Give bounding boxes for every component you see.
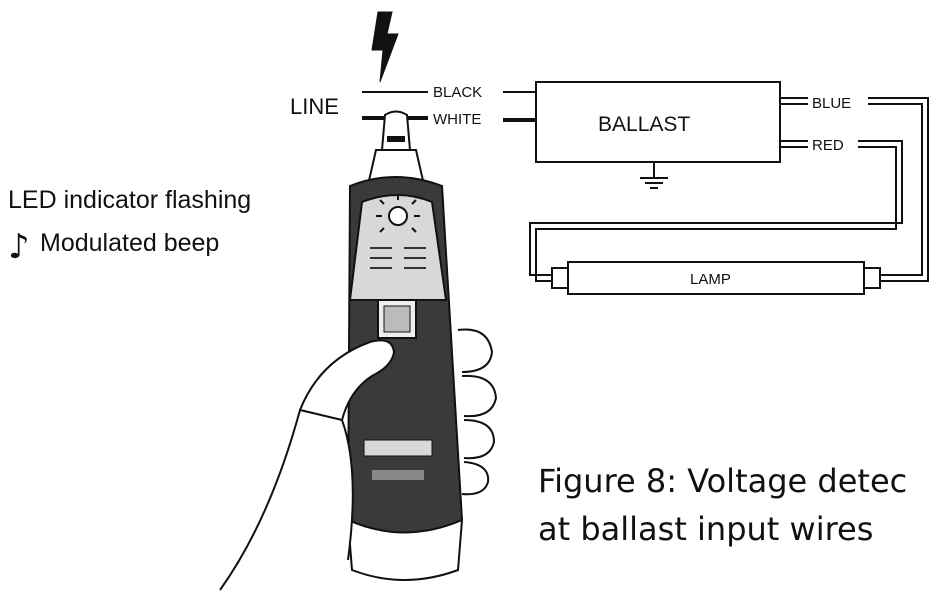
lamp-tube [551, 261, 881, 295]
figure-caption-line-2: at ballast input wires [538, 510, 873, 548]
ground-symbol-icon [640, 162, 668, 189]
red-wire-label: RED [812, 137, 844, 154]
lamp-label: LAMP [690, 271, 731, 288]
figure-caption-line-1: Figure 8: Voltage detec [538, 462, 907, 500]
blue-wire [780, 97, 929, 282]
lightning-bolt-icon [371, 11, 399, 83]
music-note-icon: ♪ [8, 227, 30, 267]
white-wire-label: WHITE [433, 111, 481, 128]
led-light-icon [376, 195, 420, 233]
hand-illustration [219, 328, 498, 591]
black-wire-label: BLACK [433, 84, 482, 101]
voltage-detector [346, 110, 464, 581]
line-label: LINE [290, 94, 339, 119]
ballast-label: BALLAST [598, 113, 690, 136]
ballast-box [535, 81, 781, 163]
beep-label: Modulated beep [40, 229, 219, 257]
red-wire [529, 140, 903, 282]
led-indicator-label: LED indicator flashing [8, 186, 251, 214]
blue-wire-label: BLUE [812, 95, 851, 112]
